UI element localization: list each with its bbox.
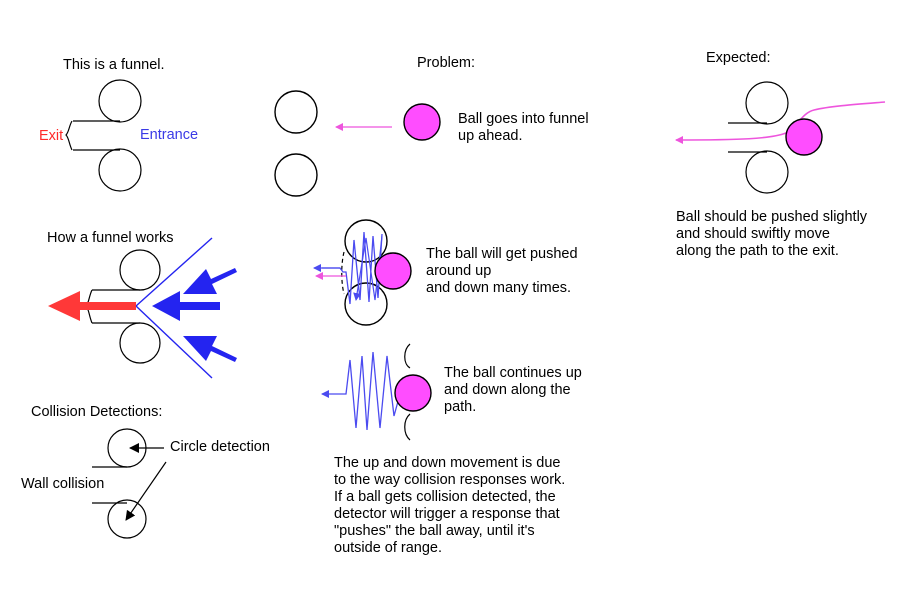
collision-illustration (92, 428, 167, 539)
expected-title: Expected: (706, 50, 771, 66)
funnel-title: This is a funnel. (63, 57, 165, 73)
funnel-top-circle (98, 79, 142, 123)
expected-illustration (675, 81, 886, 194)
problem-title: Problem: (417, 55, 476, 71)
blue-arrow-top (183, 268, 237, 294)
exit-label: Exit (39, 128, 64, 144)
expected-path (675, 101, 886, 144)
problem-illustration (274, 90, 441, 197)
how-funnel-works-title: How a funnel works (47, 230, 174, 246)
circle-detection-label: Circle detection (170, 439, 270, 455)
blue-arrow-bottom (183, 336, 237, 362)
problem-note: Ball goes into funnel up ahead. (458, 111, 589, 144)
funnel-illustration (65, 79, 142, 192)
expected-note: Ball should be pushed slightly and shoul… (676, 209, 868, 259)
continues-ball (394, 374, 432, 412)
explanation-text: The up and down movement is due to the w… (334, 455, 566, 556)
blue-arrow-middle (152, 291, 220, 321)
pushed-note: The ball will get pushed around up and d… (426, 246, 578, 296)
continues-note: The ball continues up and down along the… (444, 365, 582, 415)
funnel-exit-wall (65, 120, 73, 151)
red-exit-arrow (48, 291, 136, 321)
wall-collision-circle (107, 499, 147, 539)
wall-collision-pointer (125, 461, 167, 521)
entrance-label: Entrance (140, 127, 199, 143)
wall-collision-label: Wall collision (21, 476, 105, 492)
continues-illustration (321, 343, 432, 441)
pushed-ball (374, 252, 412, 290)
expected-ball (785, 118, 823, 156)
continues-scribble (321, 351, 401, 431)
collision-title: Collision Detections: (31, 404, 163, 420)
pushed-illustration (313, 219, 412, 326)
pushed-scribble (322, 231, 383, 305)
how-funnel-works-illustration (48, 237, 237, 379)
funnel-bottom-circle (98, 148, 142, 192)
problem-ball (403, 103, 441, 141)
